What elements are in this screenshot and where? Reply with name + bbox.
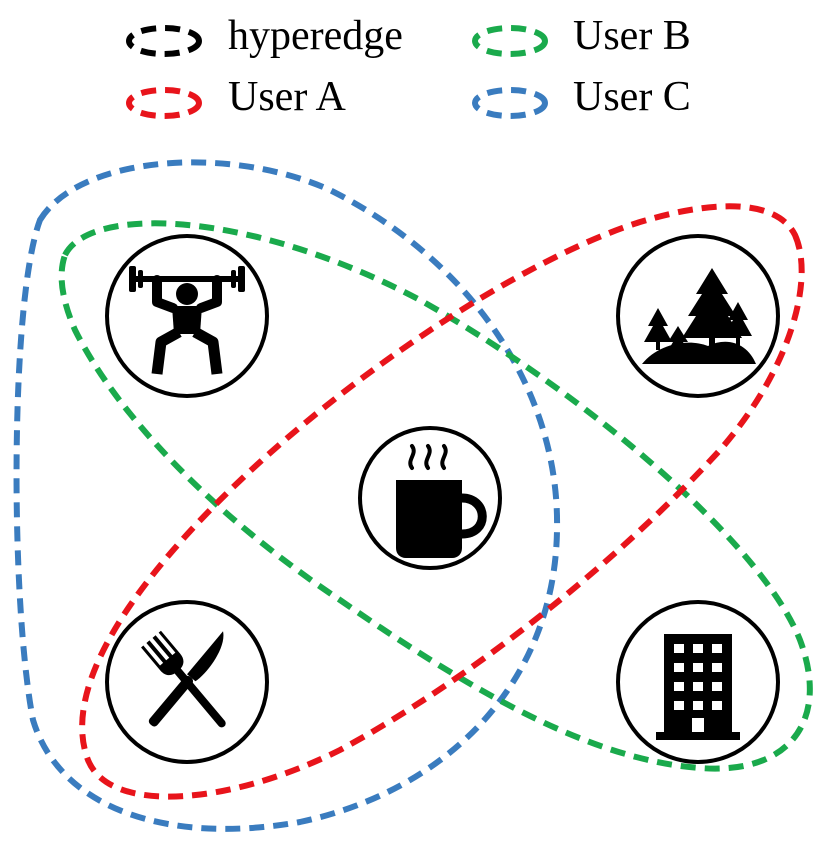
nodes: [105, 234, 780, 764]
hyperedge-user-b: [58, 220, 813, 772]
coffee-mug-icon: [396, 444, 487, 558]
weightlifter-icon: [129, 266, 245, 375]
legend-swatch-user-a: [126, 87, 202, 119]
legend-swatch-hyperedge: [126, 25, 202, 57]
office-building-icon: [656, 634, 740, 740]
node-cafe: [358, 426, 502, 570]
node-park: [616, 234, 780, 398]
forest-trees-icon: [642, 268, 756, 364]
legend-label-user-b: User B: [573, 13, 691, 59]
fork-knife-icon: [141, 630, 226, 728]
legend-swatch-user-c: [472, 87, 548, 119]
hyperedge-user-c: [13, 159, 561, 832]
hyperedge-user-a: [79, 203, 805, 800]
legend-item-user-c: User C: [472, 74, 691, 120]
legend-label-hyperedge: hyperedge: [228, 13, 403, 59]
legend-swatch-user-b: [472, 25, 548, 57]
hyperedges: [13, 159, 813, 832]
legend-item-user-a: User A: [126, 74, 346, 120]
legend-label-user-a: User A: [228, 74, 346, 120]
legend: hyperedge User B User A User C: [126, 13, 691, 120]
legend-label-user-c: User C: [573, 74, 691, 120]
node-restaurant: [105, 600, 269, 764]
legend-item-user-b: User B: [472, 13, 691, 59]
legend-item-hyperedge: hyperedge: [126, 13, 403, 59]
node-office: [616, 600, 780, 764]
node-gym: [105, 234, 269, 398]
